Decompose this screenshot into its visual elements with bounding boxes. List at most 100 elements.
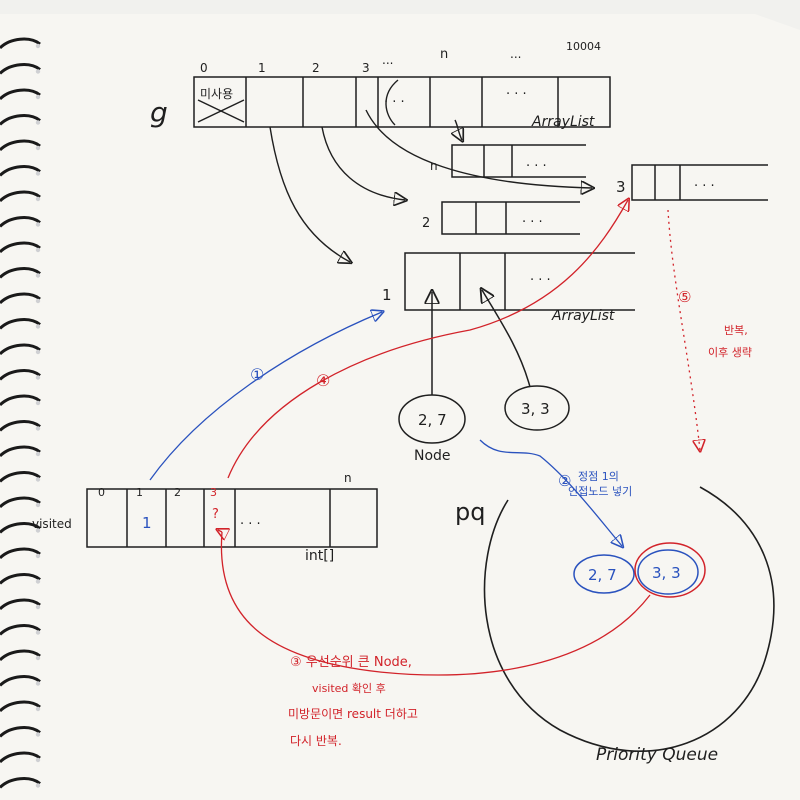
spiral-ring (0, 573, 41, 585)
spiral-hole (35, 298, 41, 304)
spiral-ring (0, 241, 41, 254)
spiral-ring (0, 216, 41, 228)
step2-text-line2: 인접노드 넣기 (568, 485, 632, 498)
graph-index-3: 3 (362, 61, 370, 75)
adjacency-row-2 (441, 201, 580, 235)
spiral-hole (35, 604, 41, 610)
visited-index-3: 3 (210, 486, 217, 499)
spiral-ring (0, 343, 41, 356)
step5-marker: ⑤ (678, 288, 691, 306)
step1-marker: ① (250, 365, 264, 384)
adjacency-row-n (451, 144, 586, 178)
spiral-ring (0, 292, 41, 305)
spiral-ring (0, 496, 41, 509)
spiral-hole (35, 400, 41, 406)
step2-arrow (479, 439, 622, 546)
spiral-hole (35, 655, 41, 661)
graph-array-frame (193, 76, 611, 128)
step5-text-line2: 이후 생략 (708, 346, 752, 359)
arrow-g1-to-list1 (269, 126, 350, 262)
ellipsis-bracket (385, 79, 399, 126)
spiral-ring (0, 267, 41, 279)
node-circle-2 (504, 385, 570, 431)
graph-var-name: g (150, 96, 168, 129)
visited-index-n: n (344, 471, 352, 485)
spiral-hole (35, 706, 41, 712)
spiral-hole (35, 528, 41, 533)
graph-cell-ellipsis-b: . . . (506, 83, 527, 98)
adjacency-ellipsis-3: . . . (694, 175, 715, 190)
spiral-hole (35, 757, 41, 763)
spiral-hole (35, 553, 41, 559)
spiral-ring (0, 700, 41, 713)
node-value-2: 3, 3 (521, 400, 550, 418)
spiral-ring (0, 726, 41, 738)
step1-arrow (149, 312, 382, 481)
graph-array (193, 76, 611, 128)
adjacency-ellipsis-n: . . . (526, 155, 547, 170)
spiral-hole (35, 426, 41, 431)
graph-index-ellipsis-b: ... (510, 47, 521, 61)
priority-queue-container (483, 486, 775, 752)
adjacency-type-label: ArrayList (551, 308, 615, 324)
spiral-hole (35, 502, 41, 508)
spiral-hole (35, 222, 41, 227)
paper (0, 14, 800, 800)
visited-value-1: 1 (142, 514, 152, 532)
graph-index-last: 10004 (566, 40, 601, 53)
visited-check-mark: ? (212, 507, 219, 522)
priority-queue-var-name: pq (455, 498, 485, 526)
graph-type-label: ArrayList (531, 114, 595, 130)
adjacency-index-3: 3 (616, 178, 626, 196)
visited-index-1: 1 (136, 486, 143, 499)
spiral-ring (0, 522, 41, 534)
graph-index-2: 2 (312, 61, 320, 75)
visited-label: visited (32, 517, 72, 531)
spiral-hole (35, 630, 41, 635)
spiral-hole (35, 196, 41, 202)
step2-text-line1: 정점 1의 (578, 470, 619, 483)
adjacency-row-3 (631, 164, 768, 201)
step3-text-line1: ③ 우선순위 큰 Node, (290, 655, 412, 670)
unused-cell-label: 미사용 (200, 87, 233, 101)
spiral-ring (0, 139, 41, 152)
arrow-gn-to-listn (455, 119, 462, 140)
spiral-hole (35, 477, 41, 482)
spiral-hole (35, 451, 41, 457)
step2-marker: ② (558, 472, 571, 490)
step5-text-line1: 반복, (724, 324, 748, 337)
step3-text-line4: 다시 반복. (290, 734, 342, 748)
spiral-hole (35, 94, 41, 100)
adjacency-index-1: 1 (382, 286, 392, 304)
spiral-ring (0, 777, 41, 789)
adjacency-row-1 (404, 252, 635, 311)
spiral-hole (35, 375, 41, 380)
spiral-hole (35, 681, 41, 686)
adjacency-index-2: 2 (422, 216, 430, 231)
step3-arrow (220, 531, 651, 676)
step4-marker: ④ (316, 371, 330, 390)
adjacency-ellipsis-2: . . . (522, 211, 543, 226)
spiral-ring (0, 751, 41, 764)
spiral-ring (0, 369, 41, 381)
graph-index-0: 0 (200, 61, 208, 75)
spiral-hole (35, 349, 41, 355)
step3-arrowhead (218, 530, 222, 532)
graph-index-n: n (440, 47, 448, 62)
spiral-hole (35, 324, 41, 329)
visited-ellipsis: . . . (240, 513, 261, 528)
spiral-ring (0, 420, 41, 432)
visited-array-frame (86, 488, 378, 548)
spiral-ring (0, 318, 41, 330)
spiral-ring (0, 165, 41, 177)
spiral-hole (35, 120, 41, 125)
spiral-hole (35, 171, 41, 176)
spiral-ring (0, 63, 41, 75)
step3-text-line2: visited 확인 후 (312, 682, 386, 695)
graph-index-ellipsis-a: ... (382, 53, 393, 67)
spiral-hole (35, 783, 41, 788)
graph-index-1: 1 (258, 61, 266, 75)
spiral-ring (0, 394, 41, 407)
adjacency-index-n: n (430, 159, 438, 173)
